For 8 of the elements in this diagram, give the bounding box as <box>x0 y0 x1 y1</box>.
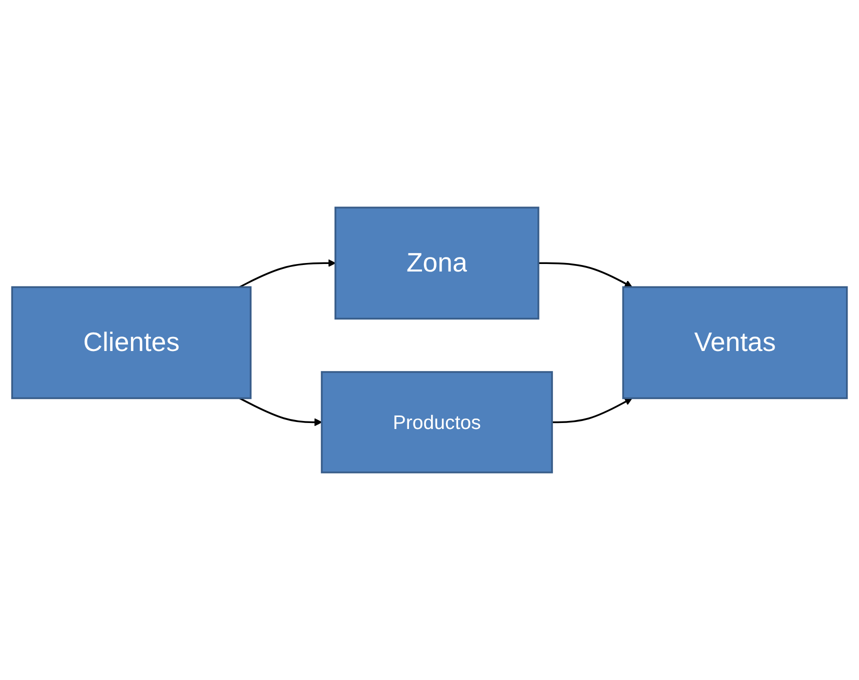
arrow <box>239 397 322 426</box>
arrow <box>538 262 632 288</box>
arrow <box>552 398 632 424</box>
node-box: Clientes <box>11 286 252 400</box>
node-box: Zona <box>334 206 540 320</box>
arrow <box>239 259 336 288</box>
node-box: Productos <box>320 371 553 474</box>
node-box: Ventas <box>622 286 848 400</box>
